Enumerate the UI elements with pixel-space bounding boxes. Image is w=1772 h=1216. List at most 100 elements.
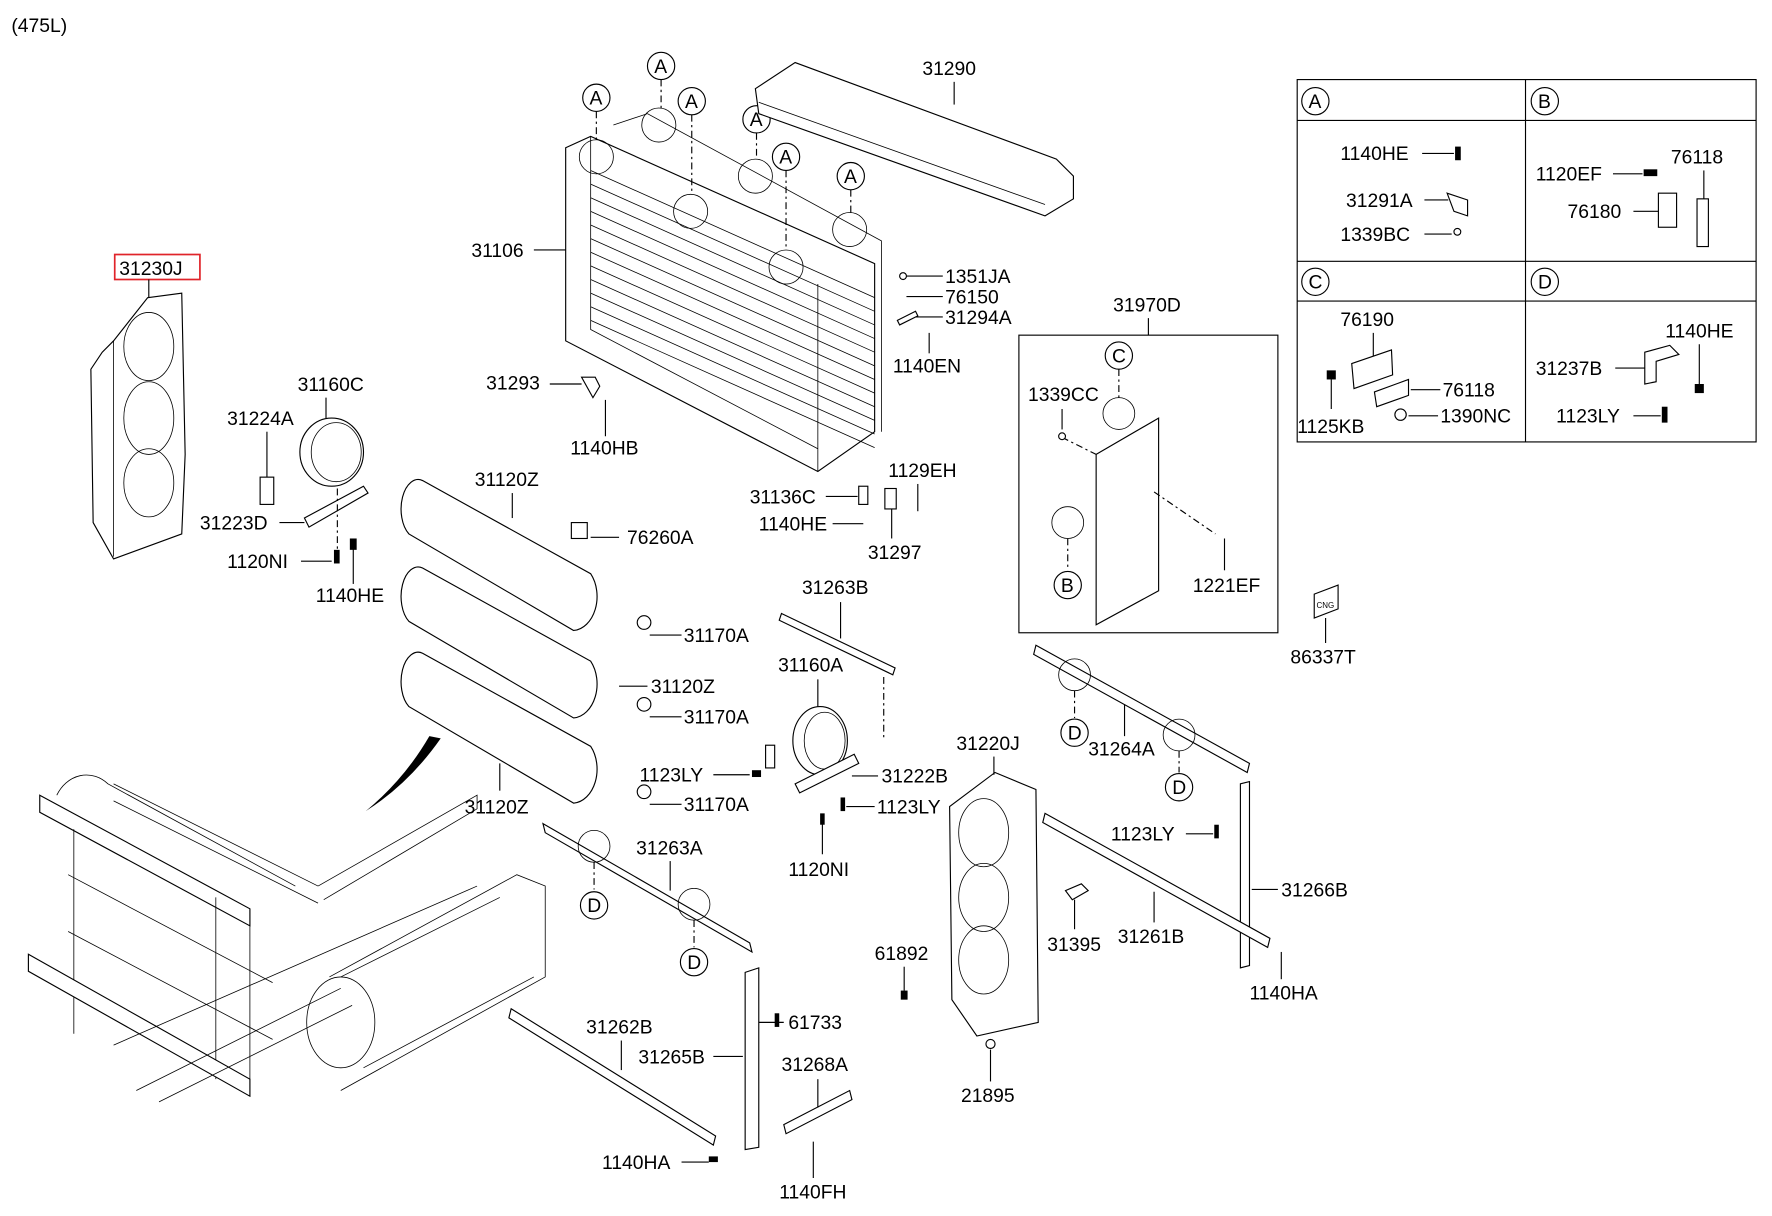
part-label-1140HA-a[interactable]: 1140HA: [1249, 984, 1317, 1005]
part-label-31160A[interactable]: 31160A: [778, 655, 843, 676]
nut-icon: [985, 1038, 996, 1050]
detail-cell-B: B 1120EF 76118 76180: [1530, 86, 1723, 248]
callout-C[interactable]: C: [1102, 341, 1136, 430]
part-label-1120NI-b[interactable]: 1120NI: [788, 860, 849, 881]
part-label-1339CC[interactable]: 1339CC: [1028, 385, 1099, 406]
svg-text:A: A: [844, 167, 857, 188]
part-label-1221EF[interactable]: 1221EF: [1193, 576, 1261, 597]
tank-31120Z-top: [400, 478, 598, 632]
svg-text:D: D: [1172, 778, 1186, 799]
part-label-1140HA-b[interactable]: 1140HA: [602, 1153, 670, 1174]
cabinet-slat: [590, 292, 875, 421]
assembly-view: [27, 774, 546, 1103]
part-label-31170A-c[interactable]: 31170A: [684, 795, 749, 816]
part-label-1123LY-a[interactable]: 1123LY: [640, 766, 704, 787]
part-31230J-label-group[interactable]: 31230J: [113, 253, 201, 281]
part-label-1140HE-b[interactable]: 1140HE: [759, 515, 827, 536]
callout-D[interactable]: D: [1058, 658, 1091, 747]
part-label-1123LY-c[interactable]: 1123LY: [1111, 825, 1175, 846]
cabinet-slat: [590, 170, 875, 299]
part-label-31290[interactable]: 31290: [922, 59, 976, 80]
part-label-61892[interactable]: 61892: [875, 944, 929, 965]
part-label-76260A[interactable]: 76260A: [627, 528, 694, 549]
bolt-icon: [1214, 824, 1219, 839]
bolt-icon: [333, 549, 340, 564]
detail-D-item: 31237B: [1536, 359, 1603, 380]
rail-31263B: [778, 612, 896, 676]
svg-text:C: C: [1112, 346, 1126, 367]
part-label-31120Z-a[interactable]: 31120Z: [475, 470, 539, 491]
cabinet-slat: [590, 306, 875, 435]
part-label-1120NI[interactable]: 1120NI: [227, 552, 288, 573]
svg-text:D: D: [687, 953, 701, 974]
part-label-76150[interactable]: 76150: [945, 287, 999, 308]
callout-A[interactable]: A: [641, 51, 677, 143]
part-label-31263A[interactable]: 31263A: [636, 838, 703, 859]
detail-D-item: 1140HE: [1665, 321, 1733, 342]
callout-A[interactable]: A: [578, 83, 614, 175]
part-label-31136C[interactable]: 31136C: [750, 487, 816, 508]
callout-D[interactable]: D: [677, 887, 711, 977]
part-label-31266B[interactable]: 31266B: [1281, 880, 1348, 901]
part-label-1129EH[interactable]: 1129EH: [888, 461, 956, 482]
bolt-icon: [1661, 406, 1668, 423]
part-label-31222B[interactable]: 31222B: [881, 767, 948, 788]
part-label-31263B[interactable]: 31263B: [802, 578, 869, 599]
part-label-31220J[interactable]: 31220J: [956, 734, 1019, 755]
valve-icon: [636, 615, 652, 630]
part-label-31294A[interactable]: 31294A: [945, 308, 1012, 329]
callout-B[interactable]: B: [1051, 506, 1085, 600]
callout-D[interactable]: D: [577, 830, 611, 920]
part-label-1140HB[interactable]: 1140HB: [570, 438, 638, 459]
part-label-31265B[interactable]: 31265B: [638, 1047, 705, 1068]
detail-C-item: 1125KB: [1297, 417, 1364, 438]
part-label-31261B[interactable]: 31261B: [1118, 927, 1185, 948]
part-label-31970D[interactable]: 31970D: [1113, 295, 1181, 316]
part-label-61733[interactable]: 61733: [788, 1013, 842, 1034]
part-label-31230J[interactable]: 31230J: [119, 259, 182, 280]
part-label-31106[interactable]: 31106: [471, 241, 523, 262]
strap-31160A: [792, 706, 848, 776]
part-label-31160C[interactable]: 31160C: [298, 375, 364, 396]
highlight-box: [113, 253, 201, 281]
callout-D[interactable]: D: [1162, 718, 1196, 802]
bolt-icon: [349, 538, 357, 550]
detail-C-item: 76118: [1443, 380, 1495, 401]
part-label-31170A-a[interactable]: 31170A: [684, 626, 749, 647]
detail-C-item: 1390NC: [1440, 407, 1511, 428]
part-label-31224A[interactable]: 31224A: [227, 409, 294, 430]
part-label-31395[interactable]: 31395: [1047, 935, 1101, 956]
callout-A[interactable]: A: [768, 142, 804, 285]
bolt-icon: [1455, 146, 1461, 161]
callout-A[interactable]: A: [832, 161, 868, 247]
part-label-31223D[interactable]: 31223D: [200, 513, 268, 534]
label-plate-86337T: CNG: [1313, 584, 1339, 619]
part-label-1140HE[interactable]: 1140HE: [316, 586, 384, 607]
part-label-31268A[interactable]: 31268A: [781, 1055, 848, 1076]
part-label-1140FH[interactable]: 1140FH: [779, 1182, 846, 1203]
part-label-31297[interactable]: 31297: [868, 543, 922, 564]
cabinet-slat: [590, 224, 875, 353]
part-label-31120Z-b[interactable]: 31120Z: [651, 677, 715, 698]
part-label-1123LY-b[interactable]: 1123LY: [877, 797, 941, 818]
part-label-21895[interactable]: 21895: [961, 1086, 1015, 1107]
part-label-31262B[interactable]: 31262B: [586, 1018, 653, 1039]
detail-B-item: 76118: [1671, 148, 1723, 169]
part-label-86337T[interactable]: 86337T: [1290, 647, 1356, 668]
part-label-31170A-b[interactable]: 31170A: [684, 708, 749, 729]
part-label-1351JA[interactable]: 1351JA: [945, 267, 1011, 288]
cabinet-slat: [590, 183, 875, 312]
bracket-31268A: [783, 1089, 853, 1135]
nut-icon: [1453, 227, 1462, 236]
part-label-31120Z-c[interactable]: 31120Z: [465, 797, 529, 818]
tank-31120Z-mid: [400, 566, 598, 719]
callout-A[interactable]: A: [737, 105, 773, 194]
callout-A[interactable]: A: [673, 86, 709, 229]
part-label-1140EN[interactable]: 1140EN: [893, 357, 961, 378]
part-label-31264A[interactable]: 31264A: [1088, 739, 1155, 760]
nut-icon: [1058, 432, 1067, 441]
latch-31297: [884, 487, 897, 510]
detail-D-item: 1123LY: [1556, 407, 1620, 428]
part-label-31293[interactable]: 31293: [486, 374, 540, 395]
detail-box-31970D: [1018, 334, 1279, 634]
